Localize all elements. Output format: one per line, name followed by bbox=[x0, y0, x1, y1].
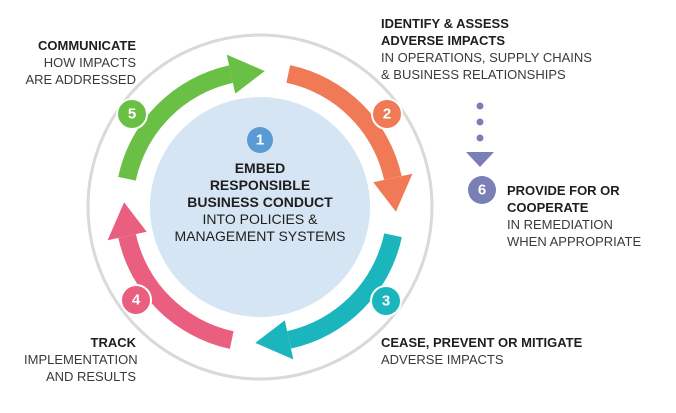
step-subtitle: ARE ADDRESSED bbox=[25, 72, 136, 87]
badge-5: 5 bbox=[116, 98, 148, 130]
badge-3: 3 bbox=[370, 285, 402, 317]
arrow-cease-head bbox=[255, 320, 294, 360]
step-title: IDENTIFY & ASSESS bbox=[381, 16, 509, 31]
arrow-identify-head bbox=[373, 173, 413, 212]
cycle-arrows bbox=[107, 54, 413, 360]
badge-1: 1 bbox=[247, 127, 273, 153]
badge-number: 1 bbox=[256, 132, 264, 149]
arrow-cease-body bbox=[287, 233, 402, 349]
step-subtitle: IN REMEDIATION bbox=[507, 217, 613, 232]
step-title: CEASE, PREVENT OR MITIGATE bbox=[381, 335, 583, 350]
outer-ring bbox=[86, 33, 434, 381]
step-title: TRACK bbox=[90, 335, 137, 350]
badge-number: 5 bbox=[128, 106, 136, 123]
center-title-line: RESPONSIBLE bbox=[209, 177, 311, 193]
connector-dot bbox=[476, 102, 484, 110]
step-subtitle: HOW IMPACTS bbox=[43, 55, 136, 70]
arrow-identify-body bbox=[286, 65, 402, 180]
step-subtitle: IMPLEMENTATION bbox=[24, 352, 138, 367]
step-3-label: CEASE, PREVENT OR MITIGATE ADVERSE IMPAC… bbox=[381, 334, 582, 368]
center-disc bbox=[150, 97, 370, 317]
step-title: COMMUNICATE bbox=[38, 38, 136, 53]
arrow-communicate-head bbox=[226, 54, 265, 94]
arrow-communicate-body bbox=[118, 65, 233, 181]
connector-arrowhead bbox=[466, 152, 494, 167]
badge-number: 3 bbox=[382, 293, 390, 310]
step-subtitle: & BUSINESS RELATIONSHIPS bbox=[381, 67, 566, 82]
step-title: PROVIDE FOR OR bbox=[507, 183, 620, 198]
badge-2: 2 bbox=[371, 98, 403, 130]
arrow-track-head bbox=[107, 202, 147, 241]
center-sub-line: MANAGEMENT SYSTEMS bbox=[174, 228, 346, 244]
step-subtitle: IN OPERATIONS, SUPPLY CHAINS bbox=[381, 50, 592, 65]
badge-number: 6 bbox=[478, 182, 486, 199]
connector-dot bbox=[476, 118, 484, 126]
step-subtitle: WHEN APPROPRIATE bbox=[507, 234, 642, 249]
badge-6: 6 bbox=[468, 176, 496, 204]
dotted-connector bbox=[466, 102, 494, 167]
center-title-line: EMBED bbox=[234, 160, 286, 176]
center-sub-line: INTO POLICIES & bbox=[202, 211, 318, 227]
step-subtitle: ADVERSE IMPACTS bbox=[381, 352, 504, 367]
badge-number: 2 bbox=[383, 106, 391, 123]
step-4-label: TRACK IMPLEMENTATION AND RESULTS bbox=[24, 334, 138, 385]
center-title-line: BUSINESS CONDUCT bbox=[187, 194, 333, 210]
step-title: ADVERSE IMPACTS bbox=[381, 33, 505, 48]
badge-number: 4 bbox=[132, 292, 141, 309]
step-2-label: IDENTIFY & ASSESS ADVERSE IMPACTS IN OPE… bbox=[381, 15, 592, 83]
step-6-label: PROVIDE FOR OR COOPERATE IN REMEDIATION … bbox=[507, 182, 641, 250]
step-title: COOPERATE bbox=[507, 200, 589, 215]
center-label: EMBED RESPONSIBLE BUSINESS CONDUCT INTO … bbox=[150, 160, 370, 245]
arrow-track-body bbox=[118, 234, 234, 349]
step-5-label: COMMUNICATE HOW IMPACTS ARE ADDRESSED bbox=[24, 37, 136, 88]
badge-4: 4 bbox=[120, 284, 152, 316]
step-subtitle: AND RESULTS bbox=[45, 369, 136, 384]
connector-dot bbox=[476, 134, 484, 142]
